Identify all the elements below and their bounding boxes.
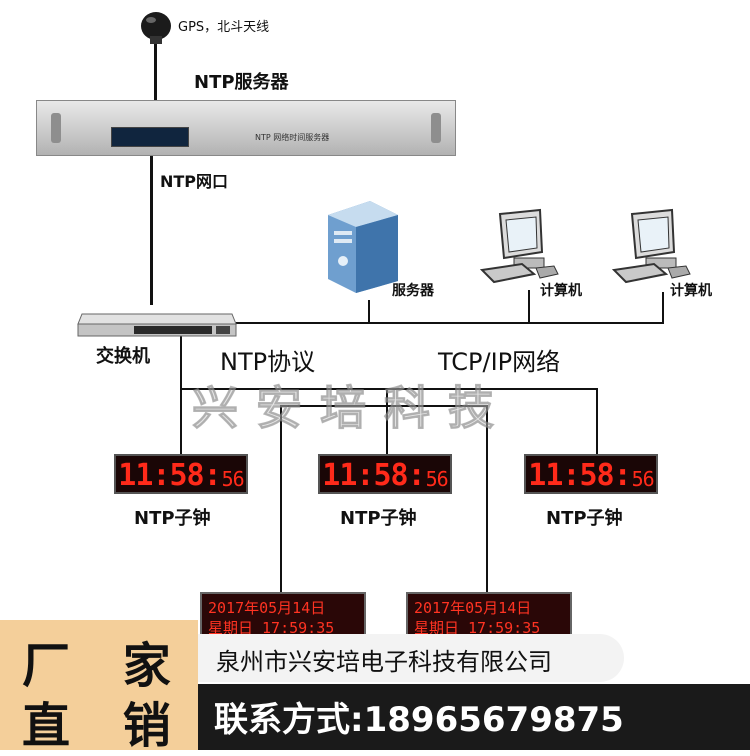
ntp-child-clock-3: 11:58:56 bbox=[524, 454, 658, 494]
computer2-icon bbox=[611, 208, 691, 284]
clock3-drop-line bbox=[596, 388, 598, 454]
computer1-icon bbox=[479, 208, 559, 284]
ntp-server-label: NTP服务器 bbox=[194, 72, 289, 93]
server-to-switch-line bbox=[150, 155, 153, 305]
server-tower-icon bbox=[328, 201, 398, 293]
date-display-line1: 2017年05月14日 bbox=[414, 599, 532, 617]
clock-ss: 56 bbox=[631, 467, 655, 491]
server-label: 服务器 bbox=[392, 283, 434, 299]
date2-drop-line bbox=[486, 405, 488, 593]
clock-hm: 11:58: bbox=[118, 458, 221, 493]
footer-badge-line2: 直 销 bbox=[22, 698, 189, 754]
date-display-1: 2017年05月14日 星期日 17:59:35 bbox=[200, 592, 366, 640]
date-display-line1: 2017年05月14日 bbox=[208, 599, 326, 617]
gps-antenna-label: GPS，北斗天线 bbox=[178, 20, 270, 35]
switch-down-line bbox=[180, 335, 182, 390]
footer-badge bbox=[0, 620, 198, 750]
date-display-2: 2017年05月14日 星期日 17:59:35 bbox=[406, 592, 572, 640]
gps-antenna-icon bbox=[141, 12, 171, 44]
network-switch-icon bbox=[77, 313, 237, 337]
watermark-text: 兴安培科技 bbox=[192, 381, 512, 436]
clock-bus-line bbox=[180, 388, 598, 390]
server-drop-line bbox=[368, 300, 370, 323]
clock-ss: 56 bbox=[425, 467, 449, 491]
clock-ss: 56 bbox=[221, 467, 245, 491]
rack-ear-left bbox=[51, 113, 61, 143]
computer1-drop-line bbox=[528, 290, 530, 323]
ntp-child-clock-1: 11:58:56 bbox=[114, 454, 248, 494]
rack-ear-right bbox=[431, 113, 441, 143]
tcpip-network-label: TCP/IP网络 bbox=[438, 348, 561, 376]
ntp-server-device: NTP 网络时间服务器 bbox=[36, 100, 456, 156]
clock-hm: 11:58: bbox=[322, 458, 425, 493]
ntp-protocol-label: NTP协议 bbox=[220, 348, 316, 376]
ntp-child-clock-2: 11:58:56 bbox=[318, 454, 452, 494]
contact-bar bbox=[198, 684, 750, 750]
ntp-child-clock-3-label: NTP子钟 bbox=[546, 508, 623, 529]
date-display-line2: 星期日 17:59:35 bbox=[414, 619, 541, 637]
server-panel-text: NTP 网络时间服务器 bbox=[255, 133, 330, 142]
clock2-drop-line bbox=[386, 388, 388, 454]
switch-label: 交换机 bbox=[96, 346, 150, 367]
computer2-label: 计算机 bbox=[670, 283, 712, 299]
company-name: 泉州市兴安培电子科技有限公司 bbox=[216, 648, 552, 676]
computer2-drop-line bbox=[662, 292, 664, 323]
antenna-mast bbox=[154, 40, 157, 102]
footer-badge-line1: 厂 家 bbox=[22, 638, 189, 694]
date-display-line2: 星期日 17:59:35 bbox=[208, 619, 335, 637]
server-display-panel bbox=[111, 127, 189, 147]
date1-drop-line bbox=[280, 405, 282, 593]
contact-info: 联系方式:18965679875 bbox=[214, 700, 624, 740]
clock-hm: 11:58: bbox=[528, 458, 631, 493]
computer1-label: 计算机 bbox=[540, 283, 582, 299]
switch-bus-line bbox=[236, 322, 664, 324]
ntp-child-clock-1-label: NTP子钟 bbox=[134, 508, 211, 529]
date2-bus-line bbox=[280, 405, 488, 407]
ntp-port-label: NTP网口 bbox=[160, 172, 229, 191]
clock1-drop-line bbox=[180, 388, 182, 454]
ntp-child-clock-2-label: NTP子钟 bbox=[340, 508, 417, 529]
company-name-bar bbox=[198, 634, 624, 682]
